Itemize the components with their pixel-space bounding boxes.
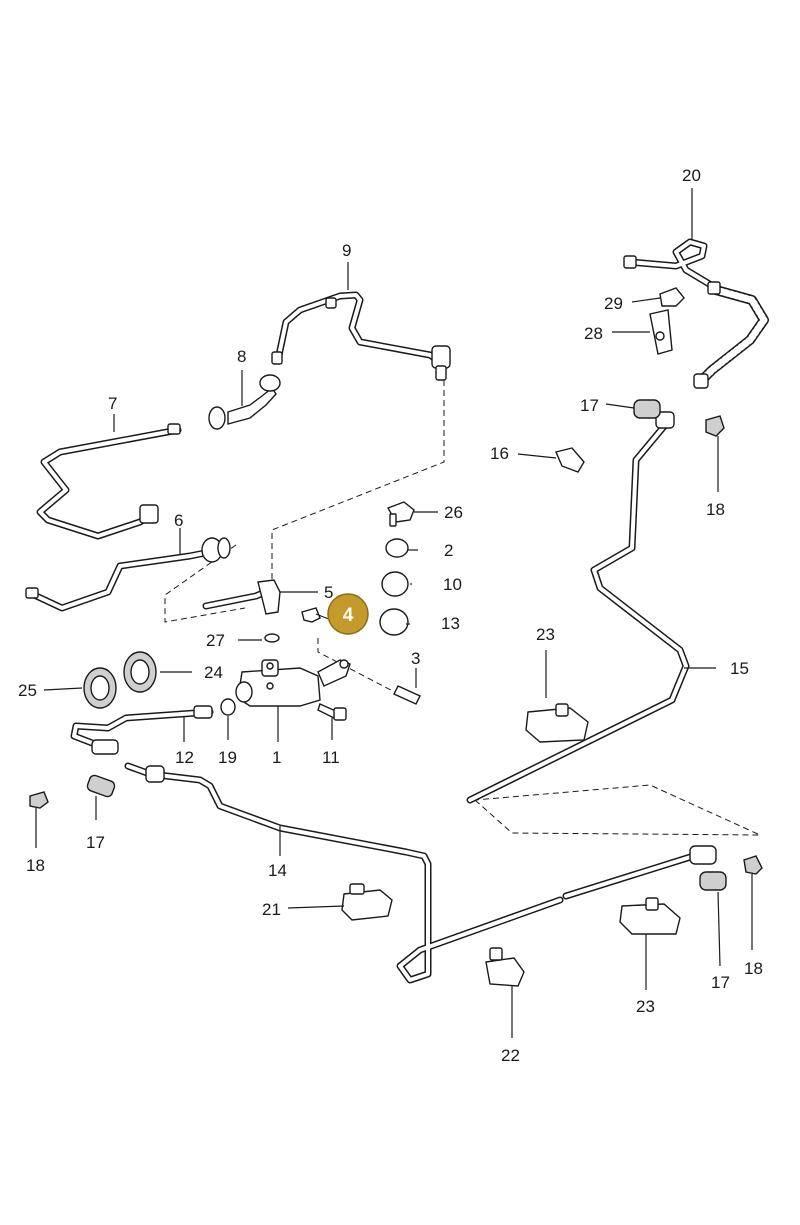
- callout-17c: 17: [711, 973, 730, 992]
- callout-22: 22: [501, 1046, 520, 1065]
- fitting-17-upper: [633, 399, 661, 419]
- clip-4: [301, 607, 321, 623]
- line-12: [70, 705, 214, 755]
- line-15: [466, 411, 690, 804]
- callout-17a: 17: [580, 396, 599, 415]
- line-7: [36, 423, 182, 540]
- o-ring-27: [264, 633, 280, 643]
- callout-13: 13: [441, 614, 460, 633]
- bush-24: [123, 651, 157, 693]
- clip-18-right: [743, 855, 763, 875]
- callout-29: 29: [604, 294, 623, 313]
- callout-11: 11: [322, 748, 340, 767]
- callout-18a: 18: [706, 500, 725, 519]
- callout-15: 15: [730, 659, 749, 678]
- callout-2: 2: [444, 541, 453, 560]
- callout-20: 20: [682, 166, 701, 185]
- clip-22: [485, 947, 525, 987]
- callout-23a: 23: [536, 625, 555, 644]
- hose-20: [623, 238, 769, 389]
- callout-5: 5: [324, 583, 333, 602]
- hose-8: [208, 374, 281, 430]
- clip-23-upper: [525, 703, 589, 743]
- callout-16: 16: [490, 444, 509, 463]
- callout-23b: 23: [636, 997, 655, 1016]
- callout-3: 3: [411, 649, 420, 668]
- pushrod-3: [393, 685, 421, 705]
- leader-lines: [35, 188, 753, 1038]
- callout-27: 27: [206, 631, 225, 650]
- callout-24: 24: [204, 663, 223, 682]
- highlight-callout-4[interactable]: 4: [327, 593, 369, 635]
- bolt-11: [317, 703, 347, 721]
- callout-12: 12: [175, 748, 194, 767]
- callout-28: 28: [584, 324, 603, 343]
- seals-group: [379, 501, 415, 636]
- callout-4-label[interactable]: 4: [343, 605, 354, 626]
- line-5: [202, 579, 281, 615]
- callout-21: 21: [262, 900, 281, 919]
- callout-10: 10: [443, 575, 462, 594]
- clip-18-upper: [705, 415, 725, 437]
- callout-19: 19: [218, 748, 237, 767]
- clip-21: [341, 883, 393, 921]
- ring-19: [220, 698, 236, 716]
- line-14: [124, 762, 564, 984]
- callout-8: 8: [237, 347, 246, 366]
- bracket-28: [649, 309, 673, 355]
- bush-25: [83, 667, 117, 709]
- bolt-29: [659, 287, 685, 307]
- callout-7: 7: [108, 394, 117, 413]
- highlight-badge[interactable]: [327, 593, 369, 635]
- fitting-17-left: [86, 774, 116, 798]
- line-9: [271, 291, 451, 381]
- callout-26: 26: [444, 503, 463, 522]
- callout-labels: 1 2 3 5 6 7 8 9 10 11 12 13 14 15 16 17 …: [18, 166, 763, 1065]
- clip-16: [555, 447, 585, 473]
- callout-18b: 18: [26, 856, 45, 875]
- fitting-17-right: [699, 871, 727, 891]
- callout-14: 14: [268, 861, 287, 880]
- callout-9: 9: [342, 241, 351, 260]
- callout-25: 25: [18, 681, 37, 700]
- assembly-guide-lines: [164, 380, 761, 836]
- callout-17b: 17: [86, 833, 105, 852]
- line-lower-right: [562, 845, 717, 900]
- clip-18-left: [29, 791, 49, 809]
- line-6: [25, 537, 231, 612]
- callout-6: 6: [174, 511, 183, 530]
- callout-18c: 18: [744, 959, 763, 978]
- callout-1: 1: [272, 748, 281, 767]
- clip-23-lower: [619, 897, 681, 935]
- slave-cylinder-1: [235, 659, 351, 707]
